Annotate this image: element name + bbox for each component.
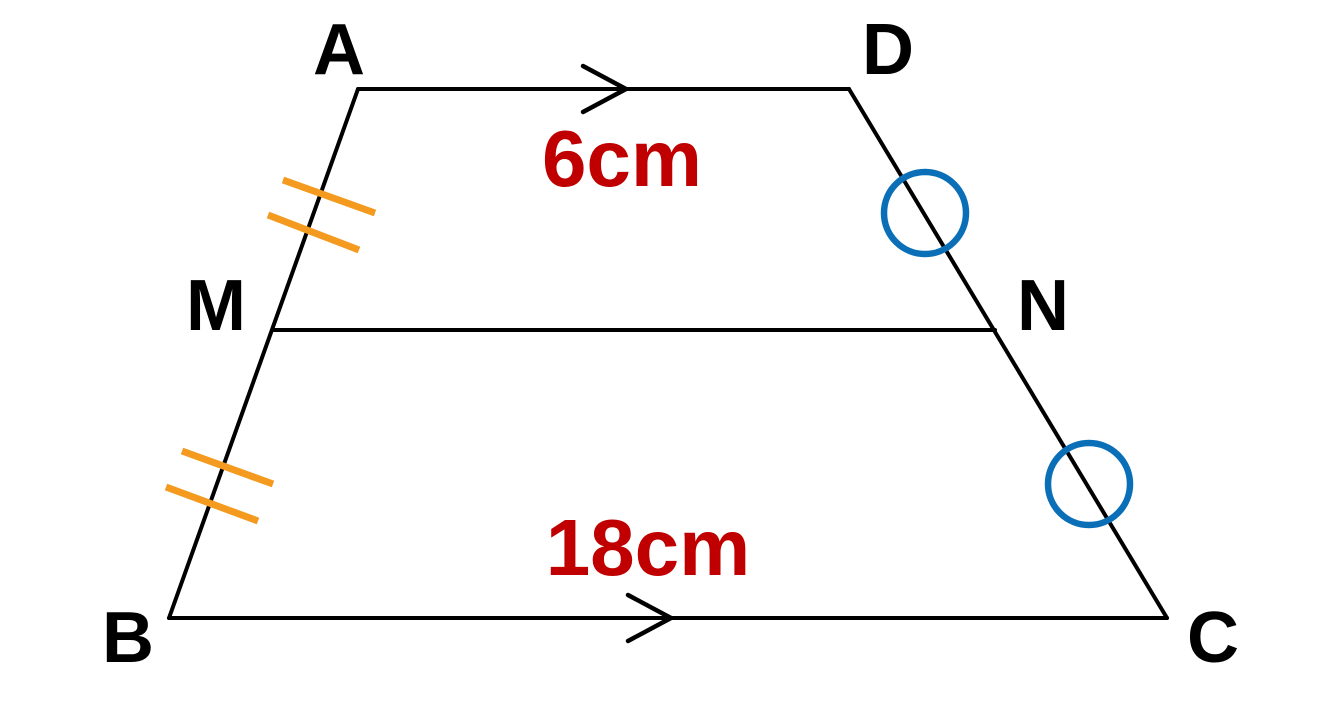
label-B: B (102, 598, 154, 678)
label-A: A (313, 10, 365, 90)
tick-mark (266, 211, 361, 254)
length-label-BC: 18cm (546, 503, 751, 592)
tick-mark (164, 483, 260, 525)
edge-DC (847, 87, 1169, 620)
edge-AB (167, 87, 360, 620)
parallel-arrow-BC (625, 592, 674, 644)
circle-mark-DN (880, 168, 970, 258)
label-D: D (862, 10, 914, 90)
label-C: C (1187, 598, 1239, 678)
label-N: N (1017, 266, 1069, 346)
circle-mark-NC (1044, 439, 1134, 529)
tick-mark (281, 176, 377, 217)
label-M: M (186, 266, 246, 346)
parallel-arrow-AD (580, 63, 629, 115)
tick-mark (180, 447, 275, 488)
double-tick-MB (164, 447, 275, 525)
double-tick-AM (266, 176, 377, 254)
length-label-AD: 6cm (542, 114, 702, 203)
